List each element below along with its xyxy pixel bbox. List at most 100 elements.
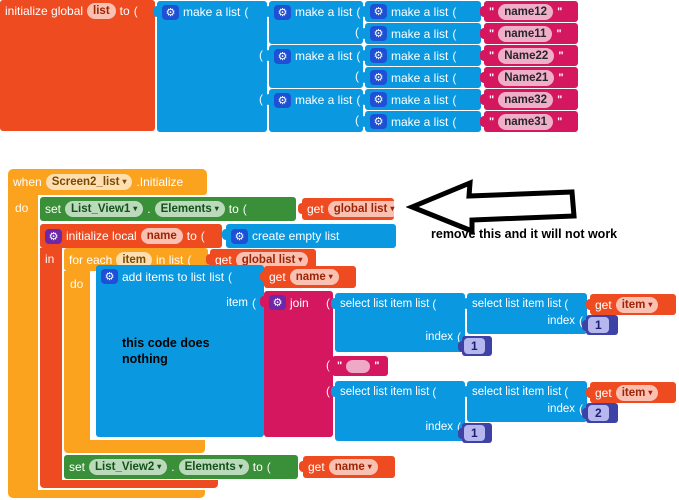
initialize-global-block[interactable]: initialize global list to ( [0,0,155,131]
local-var-field[interactable]: name [140,228,183,244]
make-a-list-inner-block[interactable]: ⚙make a list( [361,45,481,66]
string-field[interactable]: name31 [498,113,554,130]
make-a-list-mid-block[interactable]: ⚙make a list( ( [265,89,363,132]
make-a-list-inner-block[interactable]: ⚙make a list( [361,89,481,110]
make-a-list-outer-block[interactable]: ⚙ make a list ( ( ( [153,1,267,132]
create-empty-list-block[interactable]: ⚙create empty list [222,224,396,248]
mutator-gear-icon[interactable]: ⚙ [269,295,286,310]
initialize-local-footer[interactable] [40,480,218,488]
string-block[interactable]: "name32" [480,89,578,110]
when-block-spine[interactable]: do [8,195,38,490]
number-field[interactable]: 1 [464,338,485,354]
index-arg-label: index [425,421,454,433]
property-dropdown[interactable]: Elements▾ [154,201,225,217]
value-socket: ( [452,26,457,41]
select-list-item-label: select list item [340,386,413,398]
mutator-gear-icon[interactable]: ⚙ [370,70,387,85]
component-name: List_View2 [95,461,155,473]
component-dropdown[interactable]: List_View2▾ [89,459,168,475]
mutator-gear-icon[interactable]: ⚙ [274,48,291,64]
property-dropdown[interactable]: Elements▾ [178,459,249,475]
make-a-list-label: make a list [183,5,241,19]
make-a-list-inner-block[interactable]: ⚙make a list( [361,1,481,22]
string-field[interactable]: name32 [498,91,554,108]
number-block[interactable]: 2 [582,403,618,423]
variable-name: item [621,298,646,311]
string-block[interactable]: "name31" [480,111,578,132]
foreach-footer[interactable] [64,440,205,453]
make-a-list-inner-block[interactable]: ⚙make a list( [361,111,481,132]
variable-dropdown[interactable]: name▾ [289,269,339,285]
string-field[interactable]: Name22 [498,47,555,64]
mutator-gear-icon[interactable]: ⚙ [370,114,387,129]
string-block[interactable]: "name11" [480,23,578,44]
when-block-footer[interactable] [8,490,205,498]
initialize-local-block[interactable]: ⚙ initialize local name to ( [40,224,222,248]
loop-var-field[interactable]: item [116,251,153,268]
make-a-list-mid-block[interactable]: ⚙make a list( ( [265,1,363,44]
empty-string-block[interactable]: "" [328,356,388,376]
variable-dropdown[interactable]: global list▾ [327,201,401,217]
component-name: List_View1 [71,203,131,215]
value-socket: ( [356,93,361,107]
variable-dropdown[interactable]: global list▾ [235,252,309,268]
mutator-gear-icon[interactable]: ⚙ [274,92,291,108]
when-event-block[interactable]: when Screen2_list▾ .Initialize [8,169,207,195]
component-dropdown[interactable]: List_View1▾ [65,201,144,217]
mutator-gear-icon[interactable]: ⚙ [162,4,179,20]
make-a-list-inner-block[interactable]: ⚙make a list( [361,67,481,88]
mutator-gear-icon[interactable]: ⚙ [370,92,387,107]
foreach-spine[interactable]: do [64,271,90,440]
string-text: Name22 [504,49,549,62]
mutator-gear-icon[interactable]: ⚙ [274,4,291,20]
join-block[interactable]: ⚙join ( ( ( [260,291,333,437]
make-a-list-inner-block[interactable]: ⚙make a list( [361,23,481,44]
to-label: to [228,202,239,216]
variable-dropdown[interactable]: item▾ [615,296,659,313]
number-field[interactable]: 1 [464,425,485,441]
add-items-to-list-block[interactable]: ⚙ add items to list list ( item( this co… [96,265,264,437]
string-block[interactable]: "Name22" [480,45,578,66]
mutator-gear-icon[interactable]: ⚙ [45,228,62,244]
add-items-label: add items to list [122,269,206,284]
number-field[interactable]: 1 [588,317,609,333]
make-a-list-label: make a list [295,49,353,63]
global-var-field[interactable]: list [87,3,116,19]
chevron-down-icon: ▾ [328,272,333,281]
event-name-label: .Initialize [136,175,184,189]
set-listview1-elements-block[interactable]: set List_View1▾ . Elements▾ to ( [40,197,296,221]
value-socket: ( [579,402,583,416]
set-listview2-elements-block[interactable]: set List_View2▾ . Elements▾ to ( [64,455,298,479]
string-field[interactable]: name11 [498,25,553,42]
string-block[interactable]: "Name21" [480,67,578,88]
mutator-gear-icon[interactable]: ⚙ [231,228,248,244]
mutator-gear-icon[interactable]: ⚙ [370,48,387,63]
screen-dropdown[interactable]: Screen2_list▾ [45,174,133,190]
initialize-local-spine[interactable]: in [40,248,62,480]
string-block[interactable]: "name12" [480,1,578,22]
variable-dropdown[interactable]: name▾ [328,459,378,475]
number-block[interactable]: 1 [458,423,492,443]
string-field[interactable]: Name21 [498,69,555,86]
number-block[interactable]: 1 [582,315,618,335]
number-field[interactable]: 2 [588,405,609,421]
make-a-list-mid-block[interactable]: ⚙make a list( ( [265,45,363,88]
string-field[interactable] [346,359,371,373]
variable-dropdown[interactable]: item▾ [615,384,659,401]
in-list-label: in list [156,252,184,267]
mutator-gear-icon[interactable]: ⚙ [370,26,387,41]
number-block[interactable]: 1 [458,336,492,356]
mutator-gear-icon[interactable]: ⚙ [101,269,118,284]
string-field[interactable]: name12 [498,3,554,20]
mutator-gear-icon[interactable]: ⚙ [370,4,387,19]
